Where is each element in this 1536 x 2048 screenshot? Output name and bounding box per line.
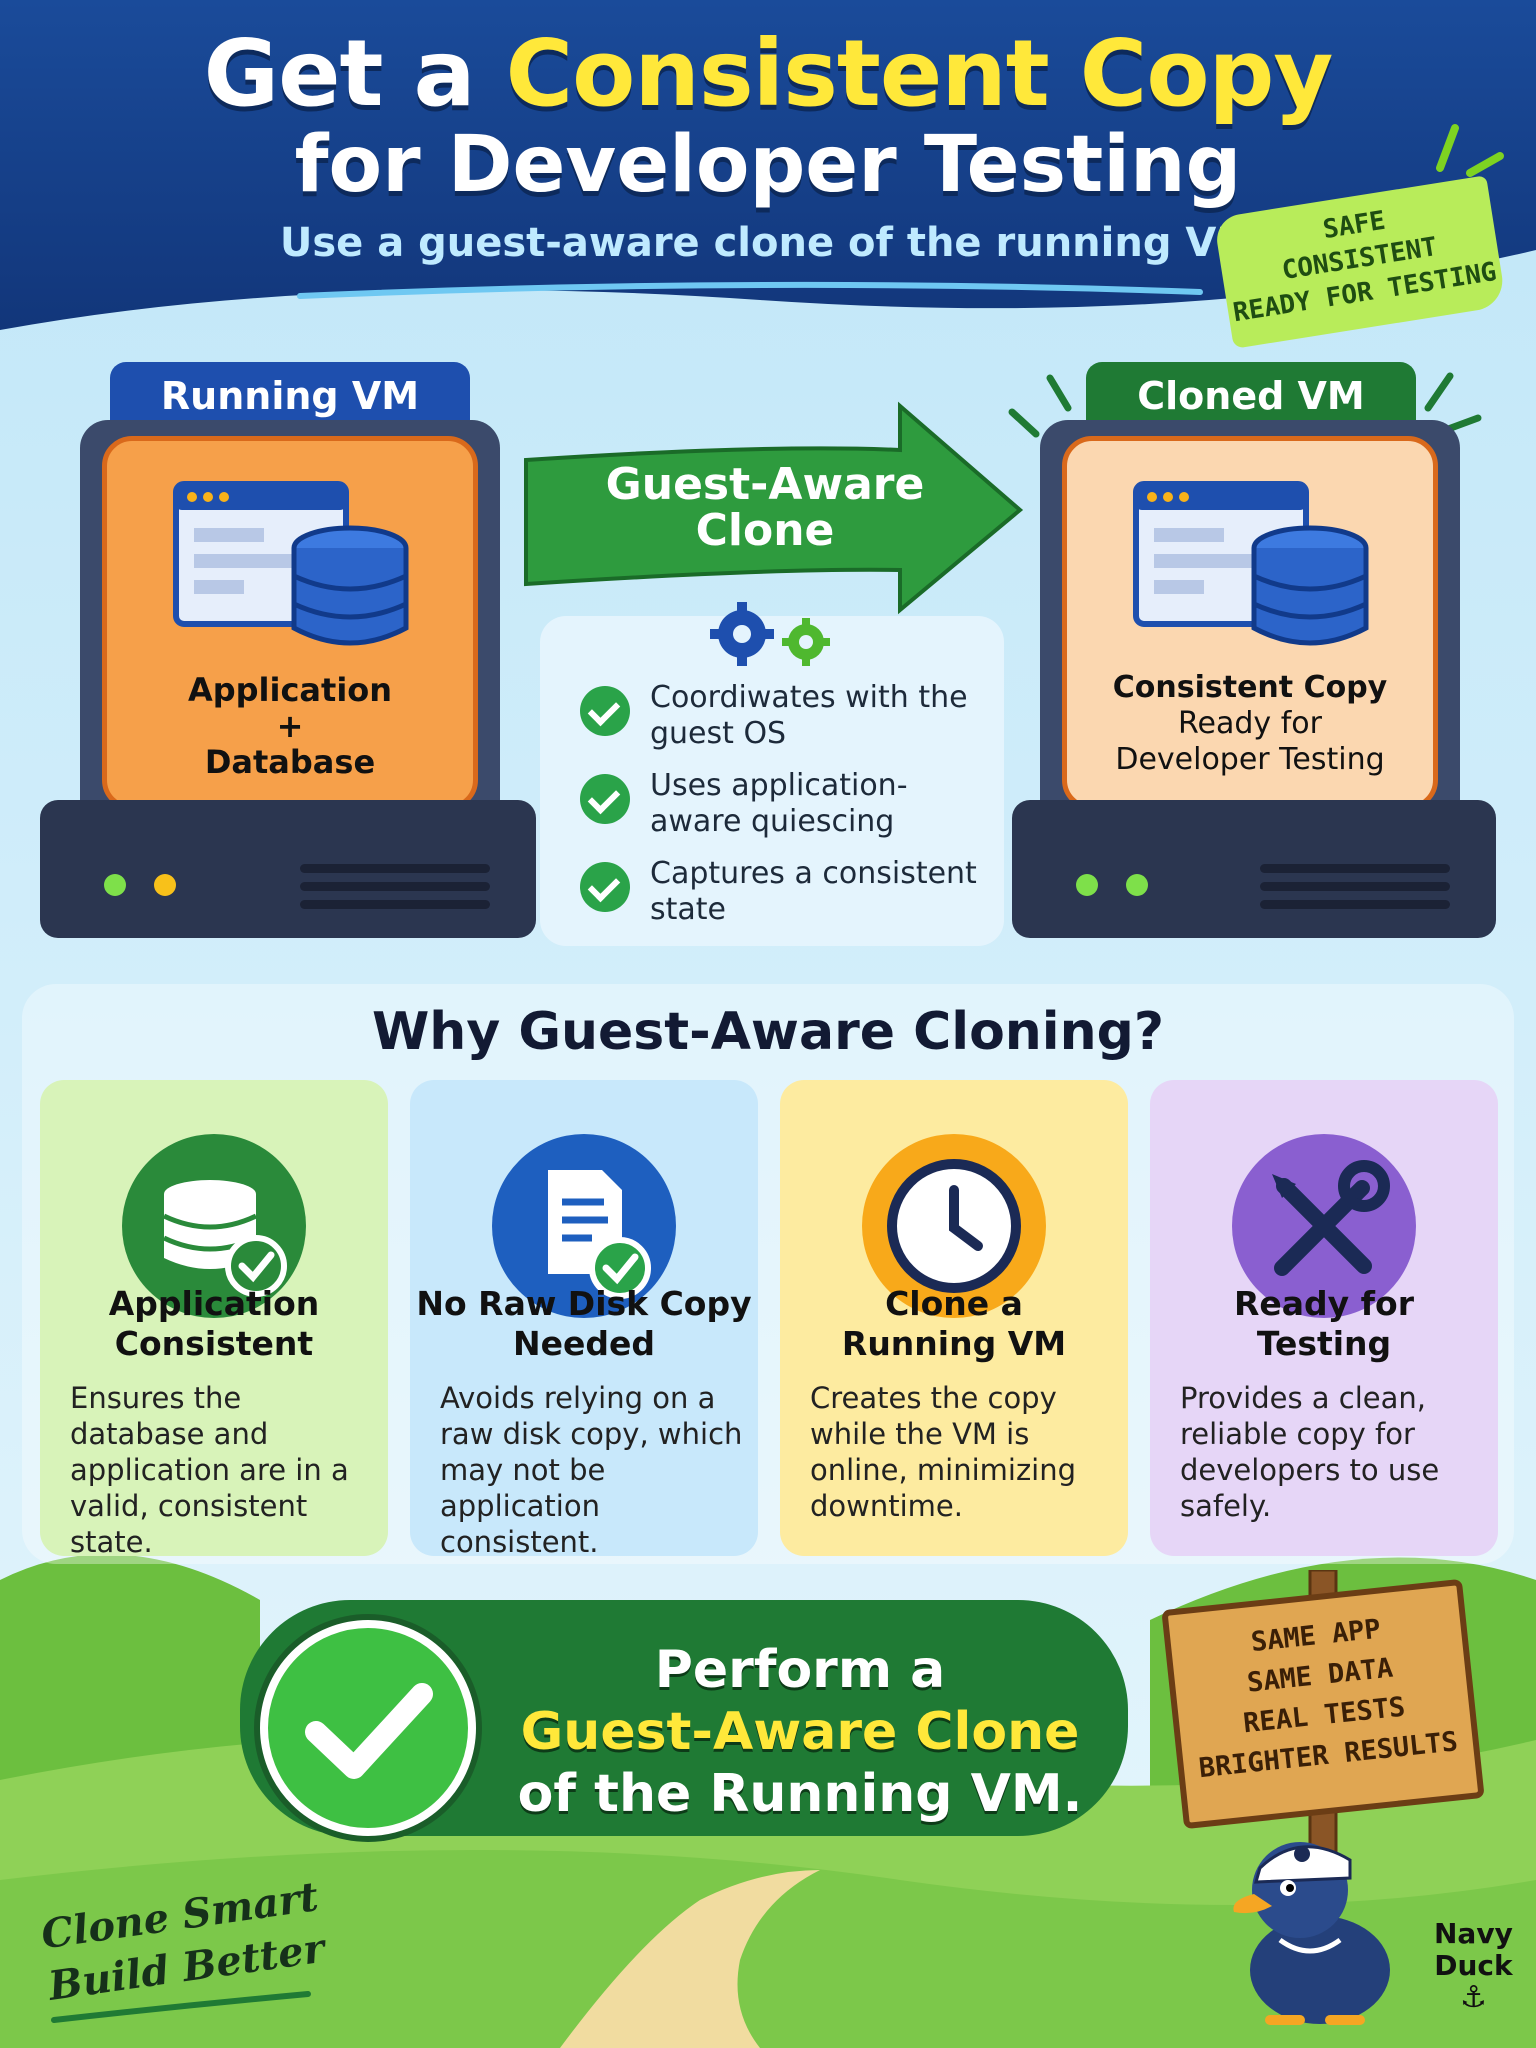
card-title-line1: Clone a: [885, 1284, 1023, 1323]
card-title-line2: Running VM: [841, 1324, 1067, 1363]
step-item: Captures a consistent state: [580, 856, 990, 936]
vent-slot: [300, 882, 490, 891]
status-light-green: [104, 874, 126, 896]
vent-slot: [300, 900, 490, 909]
vent-slot: [1260, 882, 1450, 891]
duck-mascot-icon: [1233, 1842, 1390, 2025]
gears-icon: [710, 602, 830, 666]
card-body: Provides a clean, reliable copy for deve…: [1180, 1381, 1440, 1523]
card-title: No Raw Disk Copy Needed: [410, 1284, 758, 1364]
tools-icon: [1232, 1134, 1416, 1318]
card-title-line2: Needed: [512, 1324, 655, 1363]
check-circle-icon: [260, 1620, 476, 1836]
brand-line2: Duck: [1434, 1949, 1513, 1982]
running-vm-content-line3: Database: [204, 743, 376, 781]
status-light-yellow: [154, 874, 176, 896]
benefit-card-clone-running: Clone a Running VM Creates the copy whil…: [780, 1080, 1128, 1556]
arrow-label-line2: Clone: [695, 505, 835, 556]
subtitle: Use a guest-aware clone of the running V…: [279, 220, 1257, 266]
card-title: Clone a Running VM: [780, 1284, 1128, 1364]
card-title-line1: Ready for: [1234, 1284, 1414, 1323]
card-title-line1: No Raw Disk Copy: [416, 1284, 752, 1323]
header: Get a Consistent Copy for Developer Test…: [0, 0, 1536, 330]
step-text: Uses application-aware quiescing: [650, 768, 908, 839]
title-highlight: Consistent Copy: [505, 20, 1334, 127]
status-light-green: [1126, 874, 1148, 896]
banner-line3: of the Running VM.: [517, 1764, 1083, 1824]
benefit-card-application-consistent: Application Consistent Ensures the datab…: [40, 1080, 388, 1559]
check-icon: [580, 862, 630, 912]
card-title: Application Consistent: [40, 1284, 388, 1364]
vent-slot: [300, 864, 490, 873]
card-title-line2: Consistent: [114, 1324, 314, 1363]
banner-line2: Guest-Aware Clone: [520, 1702, 1080, 1762]
vent-slot: [1260, 864, 1450, 873]
step-item: Uses application-aware quiescing: [580, 768, 990, 848]
arrow-label: Guest-Aware Clone: [540, 462, 990, 554]
page-title: Get a Consistent Copy: [0, 20, 1536, 127]
cloned-vm-content-line2: Ready for: [1178, 706, 1322, 741]
title-line2: for Developer Testing: [294, 120, 1242, 210]
step-text: Coordiwates with the guest OS: [650, 680, 968, 751]
step-item: Coordiwates with the guest OS: [580, 680, 990, 760]
cloned-vm-content-line1: Consistent Copy: [1112, 670, 1388, 705]
benefit-card-no-raw-disk: No Raw Disk Copy Needed Avoids relying o…: [410, 1080, 758, 1559]
brand-logo: Navy Duck ⚓: [1434, 1918, 1513, 2014]
clone-arrow: [524, 401, 1024, 615]
clock-icon: [862, 1134, 1046, 1318]
arrow-label-line1: Guest-Aware: [605, 459, 925, 510]
step-text: Captures a consistent state: [650, 856, 977, 927]
cloned-vm-content: Consistent Copy Ready for Developer Test…: [1062, 670, 1438, 778]
card-title-line2: Testing: [1256, 1324, 1392, 1363]
app-database-icon: [1133, 481, 1369, 646]
running-vm-label: Running VM: [110, 362, 470, 430]
card-title: Ready for Testing: [1150, 1284, 1498, 1364]
status-light-green: [1076, 874, 1098, 896]
card-body: Creates the copy while the VM is online,…: [810, 1381, 1077, 1523]
app-database-icon: [173, 481, 409, 646]
brand-line1: Navy: [1434, 1917, 1513, 1950]
card-title-line1: Application: [108, 1284, 320, 1323]
running-vm-content: Application + Database: [102, 672, 478, 780]
tagline-underline: [51, 1991, 311, 2023]
sparkle-icon: [1436, 124, 1504, 177]
anchor-icon: ⚓: [1459, 1980, 1487, 2015]
running-vm-content-line2: +: [276, 707, 304, 745]
title-prefix: Get a: [203, 20, 476, 127]
card-body: Avoids relying on a raw disk copy, which…: [440, 1381, 743, 1559]
vent-slot: [1260, 900, 1450, 909]
why-title: Why Guest-Aware Cloning?: [371, 1002, 1165, 1062]
database-check-icon: [122, 1134, 306, 1318]
card-body: Ensures the database and application are…: [70, 1381, 349, 1559]
document-check-icon: [492, 1134, 676, 1318]
check-icon: [580, 774, 630, 824]
cloned-vm-content-line3: Developer Testing: [1115, 742, 1385, 777]
benefit-card-ready-testing: Ready for Testing Provides a clean, reli…: [1150, 1080, 1498, 1556]
check-icon: [580, 686, 630, 736]
cloned-vm-label: Cloned VM: [1086, 362, 1416, 430]
banner-line1: Perform a: [654, 1640, 946, 1700]
running-vm-content-line1: Application: [187, 671, 393, 709]
